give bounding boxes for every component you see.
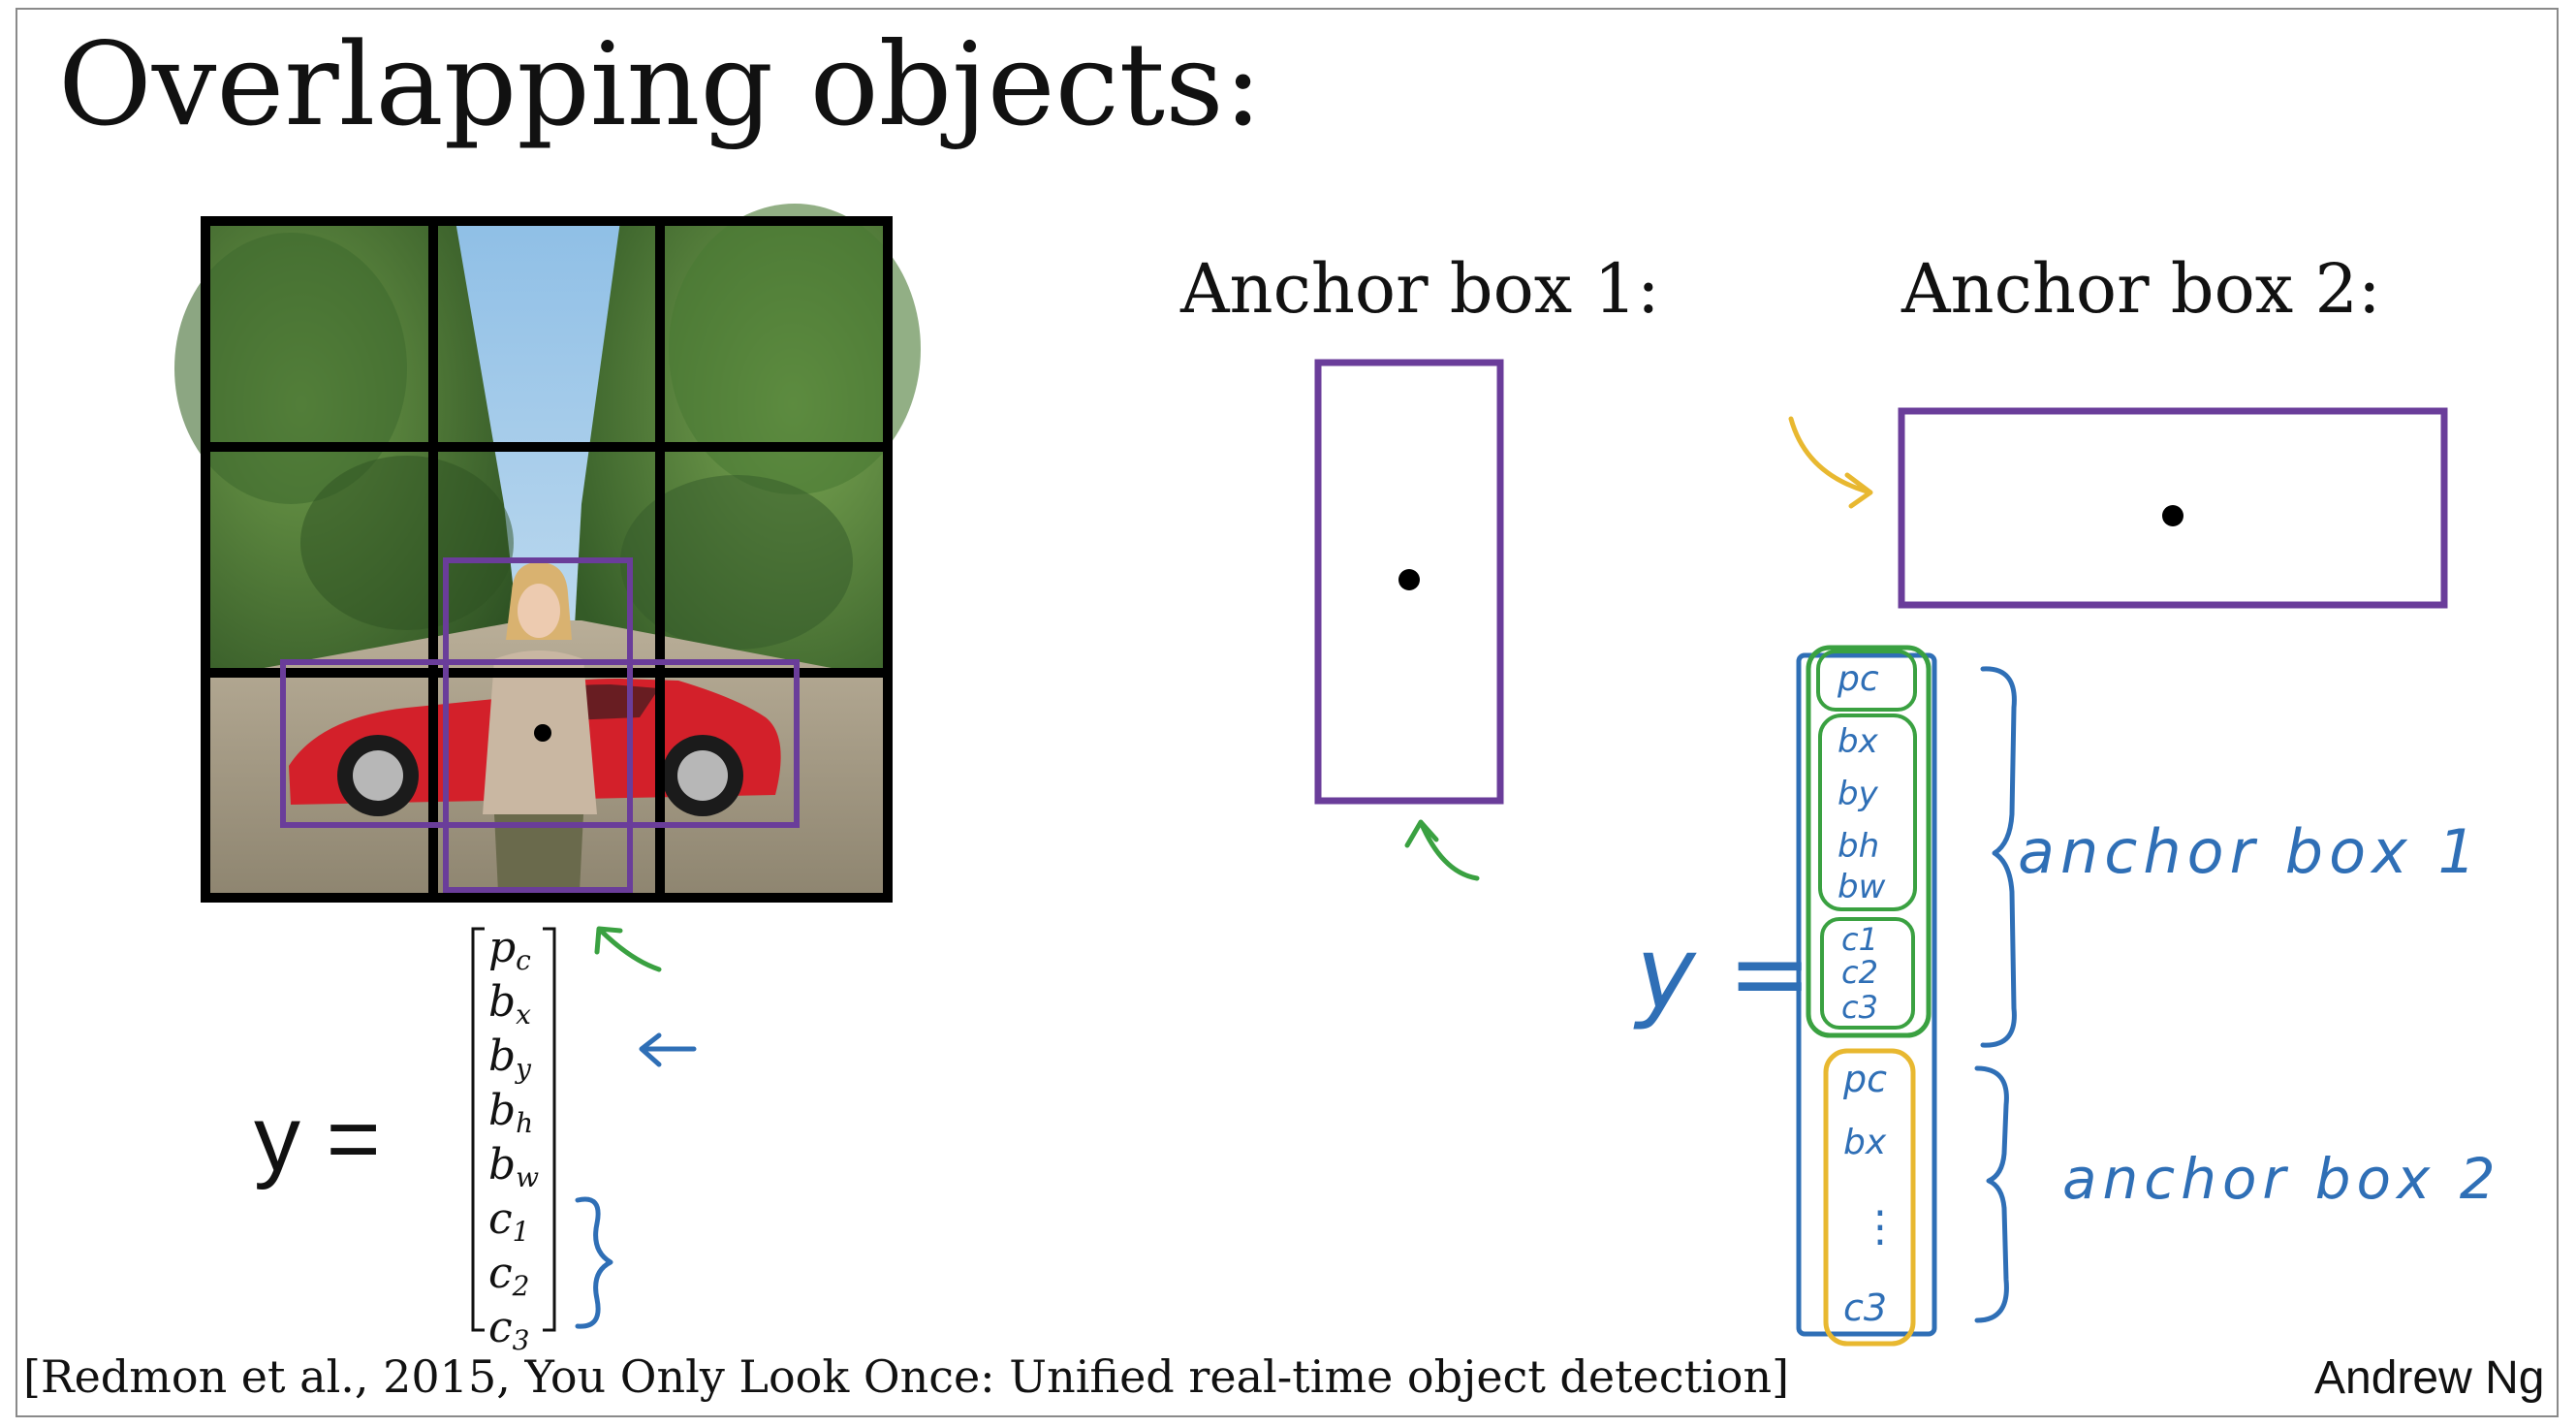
bounding-boxes [280,557,800,893]
vector-entry-bh: bh [488,1086,534,1139]
vector-entry-c2: c2 [488,1249,530,1302]
stack1-c3: c3 [1841,989,1878,1026]
stack1-bh: bh [1838,827,1879,866]
person-bounding-box [443,557,633,893]
author-credit: Andrew Ng [2314,1352,2545,1404]
anchor2-block-outline [1823,1048,1916,1347]
left-bracket [471,927,485,1332]
anchor1-brace [1980,666,2017,1048]
vector-entry-pc: pc [488,923,531,976]
anchor1-class-group [1820,917,1915,1030]
yellow-arrow-anchor2 [1788,416,1873,509]
stack1-c1: c1 [1841,921,1878,958]
stack2-bx: bx [1843,1123,1887,1162]
stack1-c2: c2 [1841,954,1878,991]
stack1-pc: pc [1837,659,1879,699]
green-arrow-anchor1 [1404,819,1480,881]
equation-lhs: y = [254,1087,381,1190]
slide-frame [16,8,2559,1417]
blue-brace-classes [575,1196,613,1329]
vector-entry-c3: c3 [488,1303,530,1356]
anchor-box-2-center [2162,505,2183,526]
right-bracket [543,927,556,1332]
vector-entry-bw: bw [488,1140,540,1193]
handwritten-y-equals: y = [1633,914,1812,1032]
handwritten-anchor1-label: anchor box 1 [2018,816,2482,887]
anchor-box-2 [1898,407,2448,609]
anchor1-bbox-group [1818,714,1917,911]
stack1-by: by [1838,775,1879,813]
vector-entry-c1: c1 [488,1194,530,1248]
stack2-ellipsis: ⋮ [1859,1202,1901,1252]
output-column-outline [1796,652,1937,1337]
vector-entry-bx: bx [488,977,531,1031]
person [483,562,597,892]
anchor-box-1 [1314,359,1504,805]
anchor-box-2-label: Anchor box 2: [1901,249,2381,329]
anchor-box-1-label: Anchor box 1: [1180,249,1660,329]
handwritten-anchor2-label: anchor box 2 [2062,1146,2501,1212]
anchor2-brace [1974,1065,2009,1323]
stack2-pc: pc [1842,1058,1887,1100]
citation: [Redmon et al., 2015, You Only Look Once… [23,1350,1790,1403]
anchor1-block-outline [1806,645,1932,1038]
blue-arrow-by [639,1032,697,1067]
vector-entry-by: by [488,1031,531,1085]
slide-title: Overlapping objects: [58,17,1263,151]
green-arrow-pc [594,926,662,972]
stack2-c3: c3 [1843,1286,1887,1329]
anchor1-pc-box [1816,650,1917,712]
grid-lines [201,216,893,903]
car-bounding-box [280,659,800,828]
stack1-bw: bw [1838,868,1886,906]
anchor-box-1-center [1398,569,1420,590]
stack1-bx: bx [1838,722,1879,761]
object-midpoint [534,724,551,742]
